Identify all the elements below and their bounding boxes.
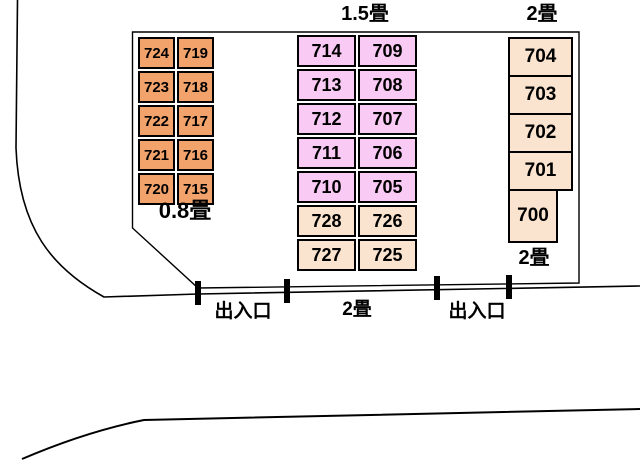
unit-cell-716: 716 [177,139,214,171]
size-label-2jo-bottom: 2畳 [518,247,550,269]
unit-cell-704: 704 [508,37,573,77]
size-label-0-8jo: 0.8畳 [158,198,212,223]
unit-cell-712: 712 [297,103,356,135]
unit-cell-711: 711 [297,137,356,169]
unit-cell-714: 714 [297,35,356,67]
unit-cell-720: 720 [138,173,175,205]
unit-cell-705: 705 [358,171,417,203]
unit-cell-706: 706 [358,137,417,169]
unit-cell-721: 721 [138,139,175,171]
unit-cell-700: 700 [508,189,558,243]
unit-cell-701: 701 [508,151,573,191]
unit-cell-726: 726 [358,205,417,237]
size-label-2jo-top: 2畳 [526,3,558,25]
unit-cell-702: 702 [508,113,573,153]
unit-cell-708: 708 [358,69,417,101]
unit-cell-715: 715 [177,173,214,205]
property-boundary [131,31,580,289]
road-bottom [21,408,640,460]
unit-group-1-5jo: 714 709 713 708 712 707 711 706 710 705 … [297,35,417,271]
unit-cell-710: 710 [297,171,356,203]
unit-cell-718: 718 [177,71,214,103]
unit-cell-724: 724 [138,37,175,69]
unit-group-0-8jo: 724 719 723 718 722 717 721 716 720 715 [138,37,214,205]
unit-cell-727: 727 [297,239,356,271]
gate-label-left: 出入口 [214,301,272,322]
street-edge-left [15,0,640,298]
unit-cell-709: 709 [358,35,417,67]
unit-group-2jo: 704 703 702 701 700 [508,37,573,243]
unit-cell-703: 703 [508,75,573,115]
unit-cell-717: 717 [177,105,214,137]
size-label-2jo-fence: 2畳 [342,299,372,320]
unit-cell-713: 713 [297,69,356,101]
unit-cell-723: 723 [138,71,175,103]
unit-cell-707: 707 [358,103,417,135]
unit-cell-722: 722 [138,105,175,137]
gate-label-right: 出入口 [448,301,506,322]
size-label-1-5jo: 1.5畳 [341,3,389,25]
unit-cell-728: 728 [297,205,356,237]
unit-cell-725: 725 [358,239,417,271]
unit-cell-719: 719 [177,37,214,69]
